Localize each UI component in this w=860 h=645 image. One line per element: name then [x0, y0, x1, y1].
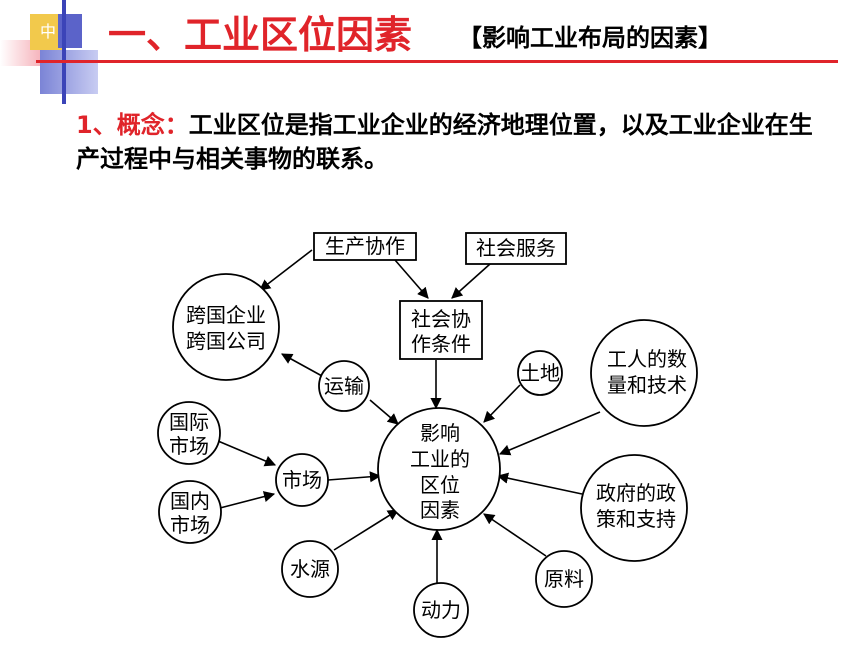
- label-government-line1: 政府的政: [596, 481, 676, 505]
- node-circle-raw-materials: [535, 550, 593, 608]
- node-circle-domestic-market: [158, 480, 222, 544]
- page-subtitle: 【影响工业布局的因素】: [458, 24, 722, 52]
- arrow-production-to-social-cooperation: [394, 259, 429, 299]
- label-workers-line2: 量和技术: [607, 373, 687, 397]
- node-circle-land: [517, 350, 563, 396]
- label-social-cooperation-line1: 社会协: [411, 307, 471, 331]
- concept-paragraph: 1、概念：工业区位是指工业企业的经济地理位置，以及工业企业在生产过程中与相关事物…: [76, 108, 816, 176]
- concept-text: 工业区位是指工业企业的经济地理位置，以及工业企业在生产过程中与相关事物的联系。: [76, 111, 813, 173]
- label-social-cooperation-line2: 作条件: [411, 332, 471, 356]
- node-circle-intl-market: [157, 401, 221, 465]
- label-center-line2: 工业的: [410, 447, 470, 471]
- arrow-market-to-center: [327, 471, 382, 483]
- node-circle-government: [580, 454, 688, 562]
- decor-blue-block: [40, 50, 98, 94]
- node-circle-multinational: [172, 273, 280, 381]
- label-center-line1: 影响: [420, 421, 460, 445]
- arrow-workers-to-center: [498, 411, 601, 456]
- badge-text: 中: [39, 22, 56, 41]
- label-intl-market-line1: 国际: [169, 410, 209, 434]
- node-box-social-services: [465, 232, 567, 265]
- node-circle-power: [413, 582, 469, 638]
- arrow-land-to-center: [483, 384, 521, 423]
- label-market: 市场: [282, 468, 322, 492]
- concept-number: 1、概念：: [76, 111, 189, 139]
- label-workers-line1: 工人的数: [607, 347, 687, 371]
- label-domestic-market-line2: 市场: [170, 513, 210, 537]
- arrow-water-to-center: [333, 509, 399, 551]
- arrow-government-to-center: [496, 472, 583, 495]
- arrow-production-to-multinational: [259, 249, 313, 291]
- label-transport: 运输: [324, 374, 364, 398]
- decor-vertical-line: [62, 0, 66, 104]
- label-social-services: 社会服务: [476, 236, 556, 260]
- label-center-line3: 区位: [420, 473, 460, 497]
- arrow-transport-to-multinational: [281, 353, 323, 377]
- arrow-intl-market-to-market: [217, 440, 277, 467]
- label-raw-materials: 原料: [544, 567, 584, 591]
- label-land: 土地: [520, 361, 560, 385]
- node-circle-workers: [590, 319, 698, 427]
- diagram-arrows: [217, 249, 601, 584]
- label-multinational-line1: 跨国企业: [186, 303, 266, 327]
- arrow-services-to-social-cooperation: [451, 263, 491, 299]
- label-center-line4: 因素: [420, 498, 460, 522]
- node-box-production-cooperation: [313, 232, 417, 261]
- node-circle-market: [275, 453, 329, 507]
- label-production-cooperation: 生产协作: [325, 234, 405, 258]
- label-power: 动力: [421, 598, 461, 622]
- arrow-transport-to-center: [369, 399, 399, 425]
- label-government-line2: 策和支持: [596, 507, 676, 531]
- node-box-social-cooperation: [399, 300, 483, 360]
- title-underline: [36, 60, 838, 63]
- label-water: 水源: [290, 557, 330, 581]
- node-circle-transport: [318, 360, 370, 412]
- arrow-raw-materials-to-center: [483, 513, 547, 557]
- node-circle-water: [281, 540, 339, 598]
- label-multinational-line2: 跨国公司: [186, 329, 266, 353]
- label-intl-market-line2: 市场: [169, 434, 209, 458]
- label-domestic-market-line1: 国内: [170, 489, 210, 513]
- node-circle-center: [377, 407, 501, 531]
- page-title: 一、工业区位因素: [108, 13, 413, 57]
- arrow-domestic-market-to-market: [219, 491, 276, 509]
